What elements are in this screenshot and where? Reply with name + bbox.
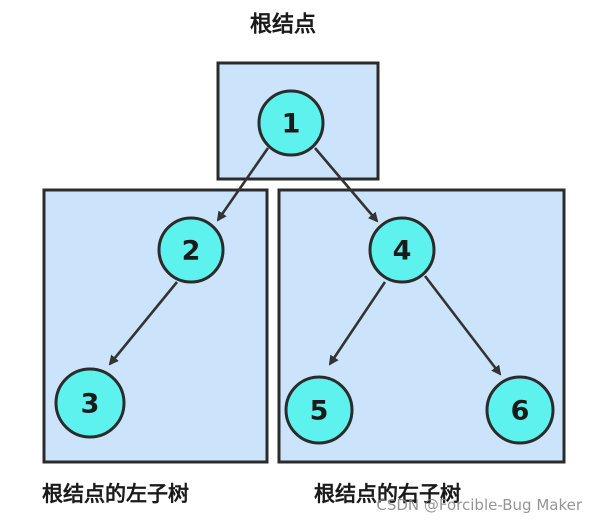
node-label-5: 5: [310, 396, 329, 427]
tree-node-3: 3: [54, 367, 126, 439]
left-subtree-caption: 根结点的左子树: [42, 482, 189, 506]
edge-4-6: [423, 275, 502, 376]
tree-node-4: 4: [368, 216, 436, 284]
edge-1-4: [314, 147, 379, 223]
tree-node-2: 2: [157, 216, 225, 284]
right-subtree-caption: 根结点的右子树: [314, 482, 461, 506]
node-label-3: 3: [81, 389, 100, 420]
edge-1-2: [216, 147, 270, 222]
diagram-title: 根结点: [250, 12, 316, 38]
edge-2-3: [108, 281, 179, 366]
node-label-2: 2: [182, 236, 201, 267]
tree-node-1: 1: [257, 89, 325, 157]
node-label-6: 6: [511, 396, 530, 427]
tree-node-6: 6: [485, 375, 555, 445]
watermark-text: CSDN @Forcible-Bug Maker: [376, 496, 582, 514]
node-label-4: 4: [393, 236, 412, 267]
edge-4-5: [328, 281, 387, 366]
tree-node-5: 5: [284, 375, 354, 445]
node-label-1: 1: [282, 109, 301, 140]
